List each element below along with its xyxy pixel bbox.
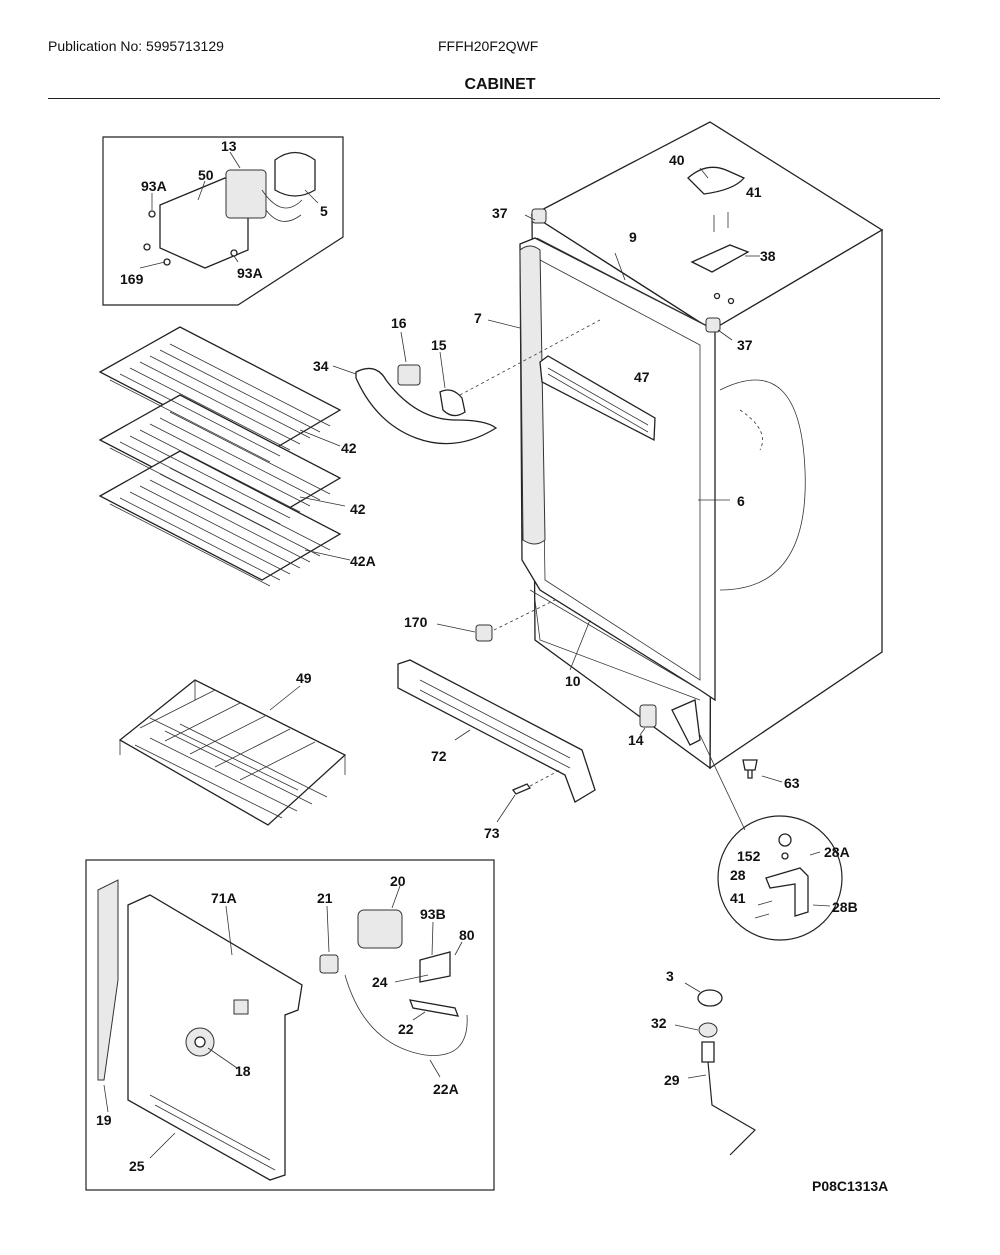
part-callouts: 13 50 93A 5 169 93A 40 41 37 9 38 7 37 1… — [96, 138, 858, 1174]
door-clip — [475, 624, 493, 642]
callout-22: 22 — [398, 1021, 414, 1037]
callout-22a: 22A — [433, 1081, 459, 1097]
evaporator-cover-panel — [127, 894, 303, 1181]
callout-19: 19 — [96, 1112, 112, 1128]
callout-42: 42 — [341, 440, 357, 456]
callout-170: 170 — [404, 614, 428, 630]
bracket — [419, 951, 451, 983]
bottom-hinge — [671, 699, 701, 746]
light-socket — [397, 364, 421, 386]
callout-72: 72 — [431, 748, 447, 764]
channel-strip — [97, 879, 119, 1081]
callout-18: 18 — [235, 1063, 251, 1079]
callout-32: 32 — [651, 1015, 667, 1031]
callout-15: 15 — [431, 337, 447, 353]
heater-bracket — [408, 999, 460, 1017]
wire-basket — [118, 679, 347, 826]
callout-24: 24 — [372, 974, 388, 990]
toe-grille — [397, 659, 596, 803]
door-switch — [639, 704, 657, 728]
callout-93b: 93B — [420, 906, 446, 922]
callout-169: 169 — [120, 271, 144, 287]
callout-49: 49 — [296, 670, 312, 686]
callout-28a: 28A — [824, 844, 850, 860]
callout-38: 38 — [760, 248, 776, 264]
callout-29: 29 — [664, 1072, 680, 1088]
figure-code: P08C1313A — [812, 1178, 889, 1194]
wire-shelves — [98, 326, 342, 587]
thermostat-control — [319, 954, 339, 974]
callout-63: 63 — [784, 775, 800, 791]
wire-harness — [344, 974, 468, 1056]
callout-37: 37 — [737, 337, 753, 353]
callout-25: 25 — [129, 1158, 145, 1174]
callout-71a: 71A — [211, 890, 237, 906]
light-bulb — [439, 389, 466, 417]
callout-5: 5 — [320, 203, 328, 219]
hinge-detail-circle — [699, 734, 843, 941]
callout-152: 152 — [737, 848, 761, 864]
callout-28: 28 — [730, 867, 746, 883]
callout-73: 73 — [484, 825, 500, 841]
callout-37: 37 — [492, 205, 508, 221]
fan-shroud — [357, 909, 403, 949]
model-number: FFFH20F2QWF — [438, 38, 539, 54]
callout-6: 6 — [737, 493, 745, 509]
publication-number: Publication No: 5995713129 — [48, 38, 224, 54]
callout-13: 13 — [221, 138, 237, 154]
diagram-title: CABINET — [464, 76, 536, 93]
callout-40: 40 — [669, 152, 685, 168]
callout-3: 3 — [666, 968, 674, 984]
callout-47: 47 — [634, 369, 650, 385]
callout-7: 7 — [474, 310, 482, 326]
top-hinge — [690, 244, 750, 273]
callout-21: 21 — [317, 890, 333, 906]
callout-28b: 28B — [832, 899, 858, 915]
callout-93a: 93A — [237, 265, 263, 281]
callout-50: 50 — [198, 167, 214, 183]
drain-assembly — [697, 989, 756, 1156]
light-cover — [355, 367, 498, 445]
inset-light-assembly — [102, 136, 344, 306]
callout-34: 34 — [313, 358, 329, 374]
callout-20: 20 — [390, 873, 406, 889]
callout-14: 14 — [628, 732, 644, 748]
header-rule — [48, 98, 940, 99]
grille-screw — [511, 783, 532, 795]
callout-41: 41 — [746, 184, 762, 200]
callout-80: 80 — [459, 927, 475, 943]
callout-41: 41 — [730, 890, 746, 906]
callout-42: 42 — [350, 501, 366, 517]
hinge-cover — [687, 166, 746, 195]
inset-evaporator-cover — [85, 859, 495, 1191]
callout-93a: 93A — [141, 178, 167, 194]
callout-9: 9 — [629, 229, 637, 245]
callout-10: 10 — [565, 673, 581, 689]
leveling-leg — [742, 759, 758, 779]
door-liner — [519, 237, 716, 702]
callout-42a: 42A — [350, 553, 376, 569]
callout-16: 16 — [391, 315, 407, 331]
